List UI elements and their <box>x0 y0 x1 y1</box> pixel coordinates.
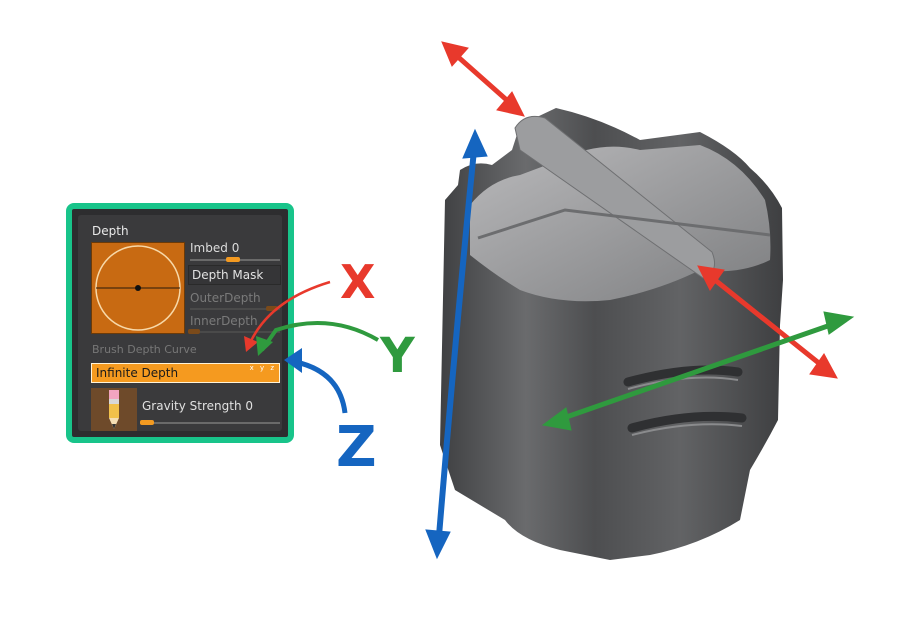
red-arrow-top <box>441 41 525 117</box>
infinite-depth-button[interactable]: Infinite Depth x y z <box>91 363 280 383</box>
gravity-slider-track[interactable] <box>140 422 280 424</box>
depth-panel: Depth Imbed 0 Depth Mask OuterDepth <box>78 215 282 431</box>
gravity-label: Gravity Strength <box>142 399 242 413</box>
imbed-label: Imbed <box>190 241 228 255</box>
green-arrow <box>541 311 855 431</box>
model-groove-2 <box>627 411 747 433</box>
model-groove-1-highlight <box>627 376 739 390</box>
y-annotation: Y <box>256 320 416 384</box>
axis-toggle-xyz[interactable]: x y z <box>249 364 276 372</box>
z-axis-label: Z <box>336 415 377 480</box>
imbed-slider-label: Imbed 0 <box>190 241 239 255</box>
model-groove-2-highlight <box>631 423 743 436</box>
brush-icon <box>109 390 119 429</box>
brush-thumbnail[interactable] <box>91 388 137 431</box>
y-axis-label: Y <box>379 328 416 384</box>
z-axis-arrow <box>425 128 488 560</box>
imbed-value: 0 <box>231 241 240 255</box>
outer-depth-label: OuterDepth <box>190 291 261 305</box>
brush-depth-curve-button[interactable]: Brush Depth Curve <box>92 343 197 356</box>
3d-model <box>440 108 783 560</box>
infinite-depth-label: Infinite Depth <box>96 366 179 380</box>
depth-mask-button[interactable]: Depth Mask <box>188 265 281 285</box>
inner-depth-label: InnerDepth <box>190 314 258 328</box>
red-arrow-right <box>697 265 838 379</box>
outer-depth-slider-knob[interactable] <box>266 306 278 311</box>
panel-title: Depth <box>92 224 129 238</box>
inner-depth-slider-knob[interactable] <box>188 329 200 334</box>
gravity-slider-knob[interactable] <box>140 420 154 425</box>
imbed-slider-knob[interactable] <box>226 257 240 262</box>
depth-gauge-icon <box>95 245 181 331</box>
gravity-value: 0 <box>245 399 254 413</box>
depth-panel-highlight-frame: Depth Imbed 0 Depth Mask OuterDepth <box>66 203 294 443</box>
x-axis-label: X <box>340 255 375 309</box>
z-annotation: Z <box>284 348 377 480</box>
x-annotation: X <box>244 255 375 352</box>
model-groove-1 <box>623 365 743 387</box>
gravity-strength-label: Gravity Strength 0 <box>142 399 253 413</box>
depth-preview-widget[interactable] <box>91 242 185 334</box>
inner-depth-slider-track[interactable] <box>190 331 280 333</box>
outer-depth-slider-track[interactable] <box>190 308 280 310</box>
model-cross-groove <box>477 208 771 240</box>
